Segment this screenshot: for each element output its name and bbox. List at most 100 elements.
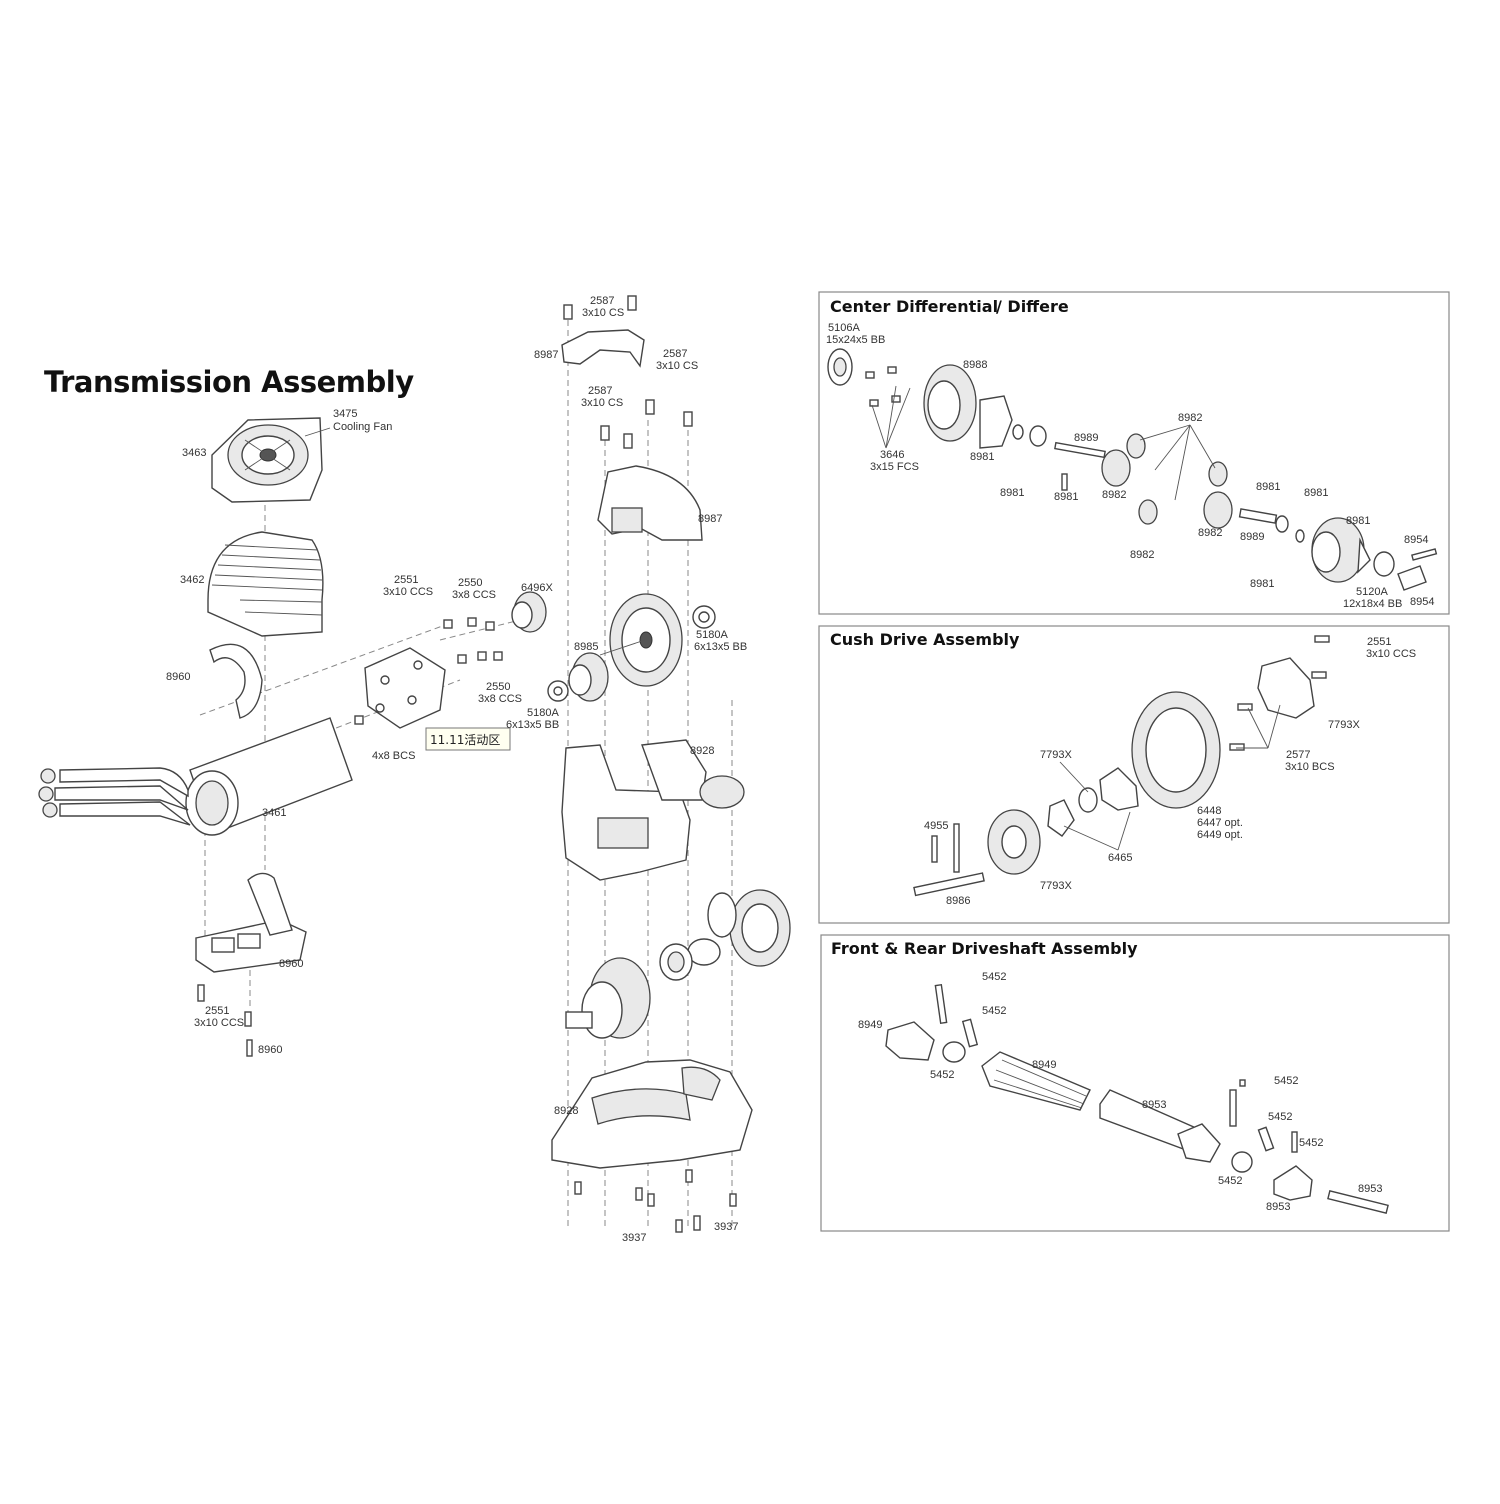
transmission-title: Transmission Assembly bbox=[44, 365, 414, 399]
center-diff-title: Center Differential bbox=[830, 297, 998, 316]
label-8986: 8986 bbox=[946, 895, 970, 907]
label-8953-tube: 8953 bbox=[1142, 1099, 1166, 1111]
diff-ring-gear bbox=[923, 364, 977, 442]
label-2587-right-size: 3x10 CS bbox=[656, 360, 698, 372]
transmission-assembly: Transmission Assembly 3475 Cooling Fan 3… bbox=[38, 365, 553, 1057]
label-5180a-left-size: 6x13x5 BB bbox=[506, 719, 559, 731]
label-8989-a: 8989 bbox=[1074, 432, 1098, 444]
label-7793x-bottom: 7793X bbox=[1040, 880, 1072, 892]
label-5452-r-top: 5452 bbox=[1274, 1075, 1298, 1087]
label-3646-size: 3x15 FCS bbox=[870, 461, 919, 473]
cush-drive-panel: Cush Drive Assembly 2551 3x10 CCS 7793X … bbox=[818, 625, 1450, 924]
label-5180a-right-size: 6x13x5 BB bbox=[694, 641, 747, 653]
cush-hub-top bbox=[1099, 767, 1139, 811]
label-8981-pin: 8981 bbox=[1054, 491, 1078, 503]
label-5452-r-mid: 5452 bbox=[1268, 1111, 1292, 1123]
label-8982-c: 8982 bbox=[1130, 549, 1154, 561]
label-8949-splined: 8949 bbox=[1032, 1059, 1056, 1071]
label-2551: 2551 bbox=[394, 574, 418, 586]
label-2587-top: 2587 bbox=[590, 295, 614, 307]
splined-shaft bbox=[981, 1051, 1091, 1111]
label-6496x: 6496X bbox=[521, 582, 553, 594]
diff-gear-left bbox=[565, 957, 651, 1039]
label-2551-cush: 2551 bbox=[1367, 636, 1391, 648]
yoke-right bbox=[1273, 1165, 1313, 1201]
label-8981-gasket: 8981 bbox=[1000, 487, 1024, 499]
label-2551-b-size: 3x10 CCS bbox=[194, 1017, 244, 1029]
label-5452-r-right: 5452 bbox=[1299, 1137, 1323, 1149]
label-2550-a-size: 3x8 CCS bbox=[452, 589, 496, 601]
label-3461: 3461 bbox=[262, 807, 286, 819]
label-5452-cross: 5452 bbox=[930, 1069, 954, 1081]
label-2550-a: 2550 bbox=[458, 577, 482, 589]
label-2587-right: 2587 bbox=[663, 348, 687, 360]
label-7793x-plate: 7793X bbox=[1328, 719, 1360, 731]
label-cooling-fan: Cooling Fan bbox=[333, 421, 392, 433]
spur-gear-main bbox=[599, 593, 683, 687]
label-3937-a: 3937 bbox=[622, 1232, 646, 1244]
heat-sink bbox=[207, 531, 324, 637]
cush-drive-title: Cush Drive Assembly bbox=[830, 630, 1020, 649]
label-2587-top-size: 3x10 CS bbox=[582, 307, 624, 319]
label-8981-b: 8981 bbox=[1304, 487, 1328, 499]
motor-plate bbox=[364, 647, 446, 729]
gear-case-lower bbox=[551, 1059, 753, 1169]
mount-screws bbox=[354, 617, 503, 725]
label-3475: 3475 bbox=[333, 408, 357, 420]
diff-carrier bbox=[1311, 517, 1371, 583]
label-8981-housing: 8981 bbox=[970, 451, 994, 463]
gearbox-stack: 2587 3x10 CS 2587 3x10 CS 2587 3x10 CS 8… bbox=[506, 295, 791, 1244]
label-8982-a: 8982 bbox=[1102, 489, 1126, 501]
cush-hub-bottom bbox=[987, 809, 1041, 875]
label-8960-mount: 8960 bbox=[279, 958, 303, 970]
label-5452-top: 5452 bbox=[982, 971, 1006, 983]
diff-gear-right bbox=[659, 889, 791, 981]
label-6447-opt: 6447 opt. bbox=[1197, 817, 1243, 829]
cush-plate bbox=[1257, 657, 1315, 719]
label-8981-a: 8981 bbox=[1256, 481, 1280, 493]
label-8928-upper: 8928 bbox=[690, 745, 714, 757]
promo-tag-text: 11.11活动区 bbox=[430, 733, 500, 747]
label-8987-cover: 8987 bbox=[698, 513, 722, 525]
label-8987-brace: 8987 bbox=[534, 349, 558, 361]
label-6449-opt: 6449 opt. bbox=[1197, 829, 1243, 841]
center-diff-title-suffix: / Differe bbox=[996, 297, 1069, 316]
yoke-left bbox=[885, 1021, 935, 1061]
label-8988: 8988 bbox=[963, 359, 987, 371]
label-6465: 6465 bbox=[1108, 852, 1132, 864]
label-8985: 8985 bbox=[574, 641, 598, 653]
pinion-gear bbox=[511, 591, 547, 633]
label-5120a: 5120A bbox=[1356, 586, 1388, 598]
label-8954-cup: 8954 bbox=[1410, 596, 1434, 608]
label-8989-b: 8989 bbox=[1240, 531, 1264, 543]
motor bbox=[38, 717, 353, 836]
label-2551-b: 2551 bbox=[205, 1005, 229, 1017]
driveshaft-title: Front & Rear Driveshaft Assembly bbox=[831, 939, 1138, 958]
label-5120a-size: 12x18x4 BB bbox=[1343, 598, 1402, 610]
motor-clip bbox=[209, 643, 263, 719]
spider-gears bbox=[1101, 433, 1233, 529]
label-3937-b: 3937 bbox=[714, 1221, 738, 1233]
label-2587-mid: 2587 bbox=[588, 385, 612, 397]
driveshaft-panel: Front & Rear Driveshaft Assembly 5452 54… bbox=[820, 934, 1450, 1232]
gear-case-upper bbox=[561, 739, 745, 881]
label-8928-lower: 8928 bbox=[554, 1105, 578, 1117]
label-5106a-size: 15x24x5 BB bbox=[826, 334, 885, 346]
label-8953-yoke: 8953 bbox=[1266, 1201, 1290, 1213]
cooling-fan bbox=[211, 417, 331, 503]
label-5452-r-cross: 5452 bbox=[1218, 1175, 1242, 1187]
promo-tag bbox=[425, 727, 511, 751]
label-2587-mid-size: 3x10 CS bbox=[581, 397, 623, 409]
label-8982-spiders: 8982 bbox=[1178, 412, 1202, 424]
label-5180a-left: 5180A bbox=[527, 707, 559, 719]
idler-gear bbox=[568, 652, 609, 702]
gear-brace bbox=[561, 329, 645, 368]
label-8953-stub: 8953 bbox=[1358, 1183, 1382, 1195]
motor-mount-lower bbox=[195, 872, 307, 973]
label-2550-b-size: 3x8 CCS bbox=[478, 693, 522, 705]
label-8949-yoke: 8949 bbox=[858, 1019, 882, 1031]
label-3646: 3646 bbox=[880, 449, 904, 461]
label-6448: 6448 bbox=[1197, 805, 1221, 817]
label-8981-carrier: 8981 bbox=[1346, 515, 1370, 527]
